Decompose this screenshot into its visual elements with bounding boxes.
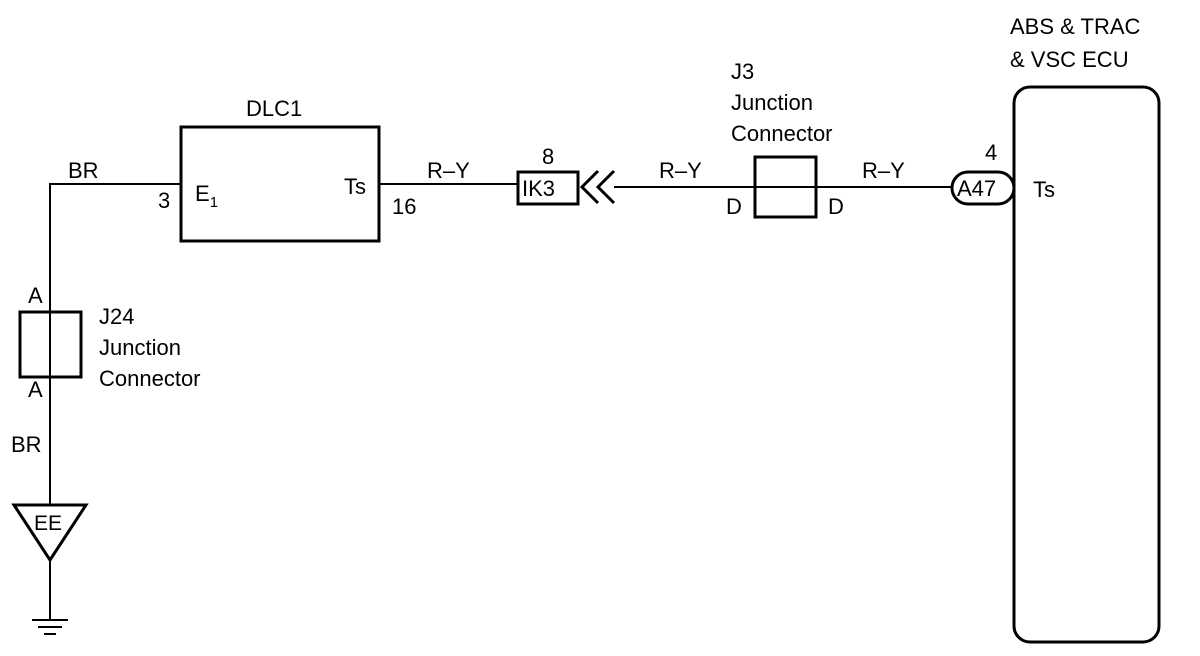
wire-br-top <box>49 183 181 312</box>
ecu-title-line1: ABS & TRAC <box>1010 14 1141 39</box>
wire-br-bottom-label: BR <box>11 432 42 457</box>
j3-title-line3: Connector <box>731 121 833 146</box>
dlc1-pin-ts-name: Ts <box>344 174 366 199</box>
j24-pin-top: A <box>28 283 43 308</box>
ik3-pin-number: 8 <box>542 144 554 169</box>
ecu-pin-number: 4 <box>985 140 997 165</box>
j24-title-line3: Connector <box>99 366 201 391</box>
abs-trac-vsc-ecu: ABS & TRAC & VSC ECU Ts <box>1010 14 1161 644</box>
j24-title-line1: J24 <box>99 304 134 329</box>
ik3-label: IK3 <box>522 176 555 201</box>
ik3-box <box>516 170 580 206</box>
j3-junction-connector: J3 Junction Connector D D <box>726 59 844 219</box>
a47-label: A47 <box>957 176 996 201</box>
wire-ry-label-2: R–Y <box>659 158 702 183</box>
j3-title-line2: Junction <box>731 90 813 115</box>
wire-ry-label-3: R–Y <box>862 158 905 183</box>
j24-title-line2: Junction <box>99 335 181 360</box>
j24-pin-bottom: A <box>28 377 43 402</box>
j3-pin-left: D <box>726 194 742 219</box>
dlc1-pin-ts-number: 16 <box>392 194 416 219</box>
j3-pin-right: D <box>828 194 844 219</box>
j24-junction-connector: J24 Junction Connector A A <box>18 283 201 402</box>
ecu-pin-name: Ts <box>1033 177 1055 202</box>
dlc1-pin-e1-number: 3 <box>158 188 170 213</box>
ground-triangle <box>11 503 89 563</box>
wire-ry-label-1: R–Y <box>427 158 470 183</box>
dlc1-connector: DLC1 E1 3 Ts 16 <box>158 96 416 243</box>
j3-title-line1: J3 <box>731 59 754 84</box>
ik3-connector: IK3 8 <box>516 144 616 206</box>
a47-connector: A47 4 <box>950 140 1016 206</box>
wire-br-top-label: BR <box>68 158 99 183</box>
dlc1-box <box>179 125 381 243</box>
ecu-title-line2: & VSC ECU <box>1010 47 1129 72</box>
dlc1-title: DLC1 <box>246 96 302 121</box>
ground-label: EE <box>34 512 62 535</box>
ground-symbol-icon <box>32 619 68 635</box>
ground-point-ee: EE <box>11 503 89 635</box>
ik3-chevron-icon <box>579 169 616 205</box>
ecu-box <box>1012 85 1161 644</box>
dlc1-pin-e1-name: E1 <box>195 181 218 211</box>
